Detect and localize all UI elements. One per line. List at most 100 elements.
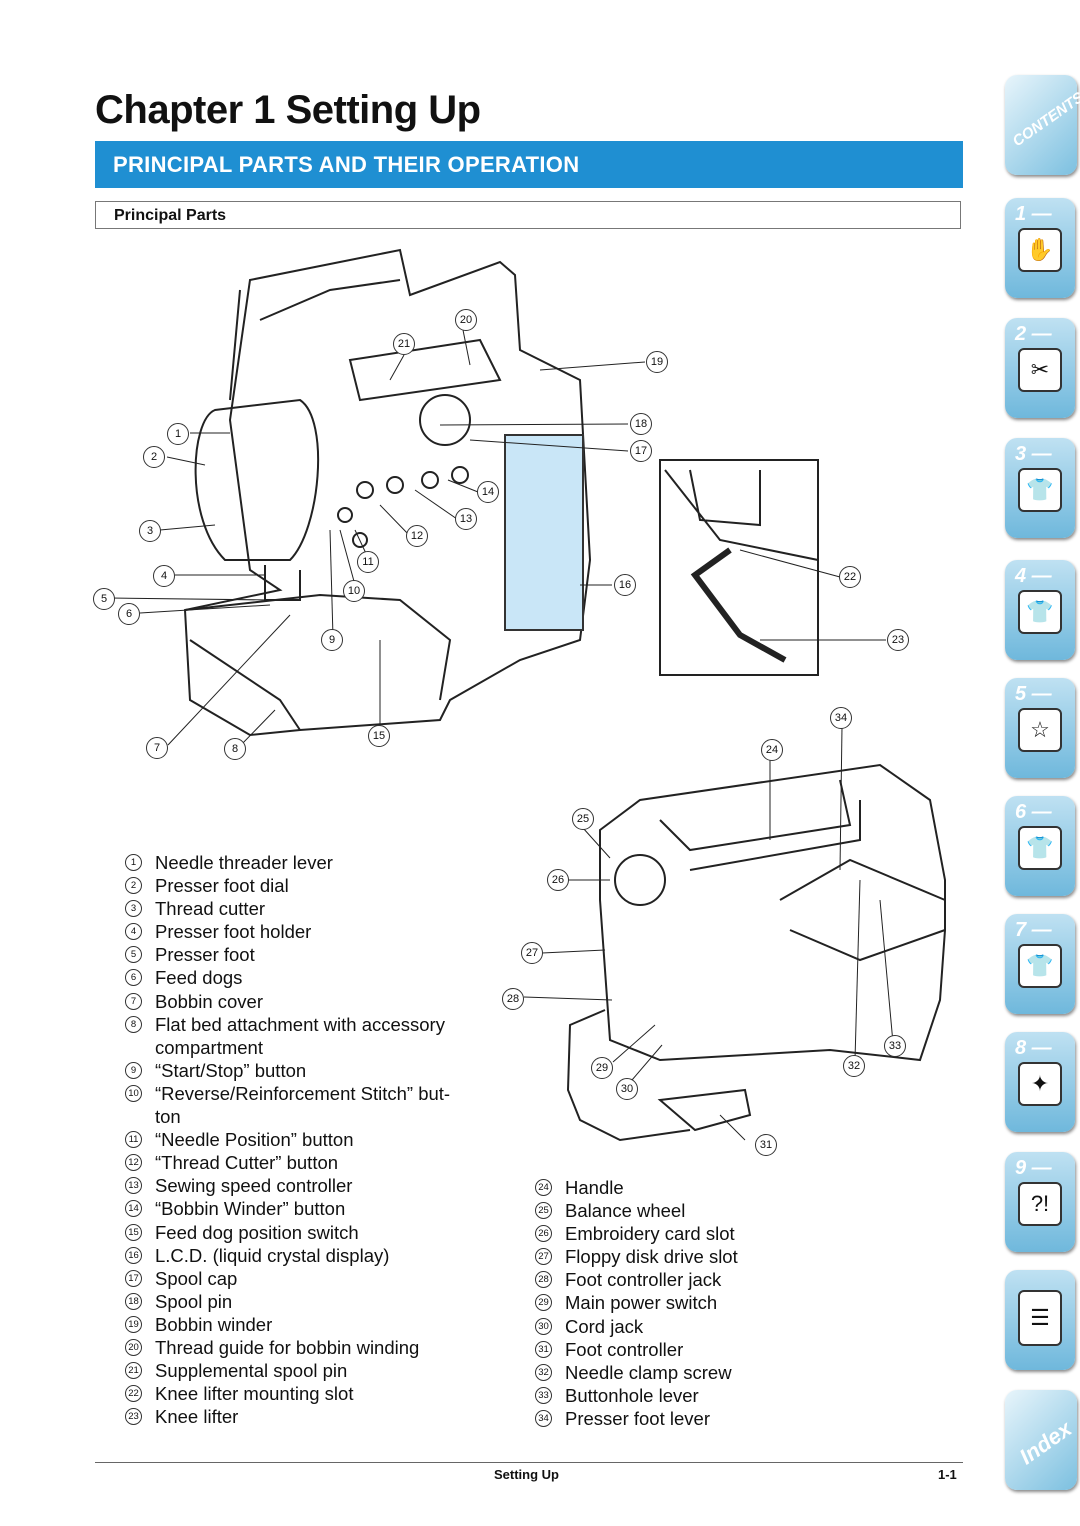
tab-chapter-2[interactable]: 2 —✂ bbox=[1005, 318, 1075, 418]
item-label: Foot controller bbox=[565, 1338, 684, 1360]
tab-pages[interactable]: ☰ bbox=[1005, 1270, 1075, 1370]
item-label: Foot controller jack bbox=[565, 1269, 722, 1291]
item-label: Bobbin winder bbox=[155, 1313, 273, 1335]
item-number: 4 bbox=[125, 923, 142, 941]
item-label: Needle clamp screw bbox=[565, 1361, 732, 1383]
callout-20: 20 bbox=[455, 309, 477, 331]
item-number: 27 bbox=[535, 1248, 552, 1266]
tab-chapter-5[interactable]: 5 —☆ bbox=[1005, 678, 1075, 778]
item-number: 2 bbox=[125, 877, 142, 895]
leader-lines bbox=[109, 329, 894, 1141]
callout-6: 6 bbox=[118, 603, 140, 625]
tab-chapter-1[interactable]: 1 — ✋ bbox=[1005, 198, 1075, 298]
list-item: 13 Sewing speed controller bbox=[125, 1174, 485, 1197]
item-number: 14 bbox=[125, 1200, 142, 1218]
item-label: ton bbox=[155, 1106, 181, 1128]
item-number: 29 bbox=[535, 1294, 552, 1312]
section-banner: PRINCIPAL PARTS AND THEIR OPERATION bbox=[95, 141, 963, 188]
item-number: 13 bbox=[125, 1177, 142, 1195]
footer-rule bbox=[95, 1462, 963, 1463]
callout-17: 17 bbox=[630, 440, 652, 462]
list-item: 25 Balance wheel bbox=[535, 1199, 835, 1222]
callout-23: 23 bbox=[887, 629, 909, 651]
item-number: 25 bbox=[535, 1202, 552, 1220]
list-item: 19 Bobbin winder bbox=[125, 1313, 485, 1336]
item-number: 30 bbox=[535, 1317, 552, 1335]
tab-index[interactable]: Index bbox=[1005, 1390, 1077, 1490]
item-label: Main power switch bbox=[565, 1292, 718, 1314]
page-number: 1-1 bbox=[938, 1467, 957, 1482]
item-label: Embroidery card slot bbox=[565, 1223, 735, 1245]
list-item: 10“Reverse/Reinforcement Stitch” but- bbox=[125, 1082, 485, 1105]
item-number: 10 bbox=[125, 1084, 142, 1102]
tab-chapter-4[interactable]: 4 — 👕 bbox=[1005, 560, 1075, 660]
item-label: L.C.D. (liquid crystal display) bbox=[155, 1244, 390, 1266]
tab-chapter-3[interactable]: 3 —👕 bbox=[1005, 438, 1075, 538]
tab-label: 9 — bbox=[1015, 1157, 1052, 1179]
item-label: Sewing speed controller bbox=[155, 1175, 353, 1197]
callout-12: 12 bbox=[406, 525, 428, 547]
tab-label: 1 — bbox=[1015, 203, 1052, 225]
chapter-title: Chapter 1 Setting Up bbox=[95, 88, 481, 132]
tab-chapter-8[interactable]: 8 — ✦ bbox=[1005, 1032, 1075, 1132]
shirt-decorative-icon: 👕 bbox=[1018, 590, 1062, 634]
subsection-title: Principal Parts bbox=[114, 207, 227, 224]
item-number: 32 bbox=[535, 1363, 552, 1381]
item-label: Cord jack bbox=[565, 1315, 644, 1337]
shirt-letters-icon: 👕 bbox=[1018, 826, 1062, 870]
item-label: Thread cutter bbox=[155, 898, 266, 920]
callout-16: 16 bbox=[614, 574, 636, 596]
tab-chapter-9[interactable]: 9 —?! bbox=[1005, 1152, 1075, 1252]
footer-title: Setting Up bbox=[494, 1467, 559, 1482]
list-item: 12“Thread Cutter” button bbox=[125, 1151, 485, 1174]
tab-label: 6 — bbox=[1015, 801, 1052, 823]
callout-9: 9 bbox=[321, 629, 343, 651]
sewing-machine-icon: ✋ bbox=[1018, 228, 1062, 272]
callout-27: 27 bbox=[521, 942, 543, 964]
list-item: 24 Handle bbox=[535, 1176, 835, 1199]
section-title: PRINCIPAL PARTS AND THEIR OPERATION bbox=[113, 152, 580, 177]
item-number: 11 bbox=[125, 1131, 142, 1149]
item-label: Handle bbox=[565, 1177, 624, 1198]
item-number: 24 bbox=[535, 1179, 552, 1196]
tab-contents[interactable]: CONTENTS bbox=[1005, 75, 1080, 175]
callout-4: 4 bbox=[153, 565, 175, 587]
tab-chapter-6[interactable]: 6 — 👕 bbox=[1005, 796, 1075, 896]
item-number: 19 bbox=[125, 1315, 142, 1333]
item-label: Balance wheel bbox=[565, 1200, 686, 1222]
item-number: 33 bbox=[535, 1386, 552, 1404]
tab-label: 4 — bbox=[1015, 565, 1052, 587]
item-label: compartment bbox=[155, 1036, 263, 1058]
tab-label: 8 — bbox=[1015, 1037, 1052, 1059]
pages-icon: ☰ bbox=[1018, 1290, 1062, 1346]
front-view-machine bbox=[183, 248, 592, 737]
callout-28: 28 bbox=[502, 988, 524, 1010]
list-item: 32 Needle clamp screw bbox=[535, 1361, 835, 1384]
shirt-icon: 👕 bbox=[1018, 468, 1062, 512]
item-label: “Needle Position” button bbox=[155, 1129, 354, 1151]
callout-11: 11 bbox=[357, 551, 379, 573]
item-number: 28 bbox=[535, 1271, 552, 1289]
callout-7: 7 bbox=[146, 737, 168, 759]
tab-chapter-7[interactable]: 7 —👕 bbox=[1005, 914, 1075, 1014]
callout-26: 26 bbox=[547, 869, 569, 891]
item-number: 15 bbox=[125, 1223, 142, 1241]
maintenance-icon: ✦ bbox=[1018, 1062, 1062, 1106]
item-number: 20 bbox=[125, 1338, 142, 1356]
item-label: Knee lifter bbox=[155, 1406, 239, 1428]
list-item-continuation: ton bbox=[125, 1105, 485, 1128]
callout-30: 30 bbox=[616, 1078, 638, 1100]
tab-label: 7 — bbox=[1015, 919, 1052, 941]
item-number: 21 bbox=[125, 1362, 142, 1380]
callout-10: 10 bbox=[343, 580, 365, 602]
